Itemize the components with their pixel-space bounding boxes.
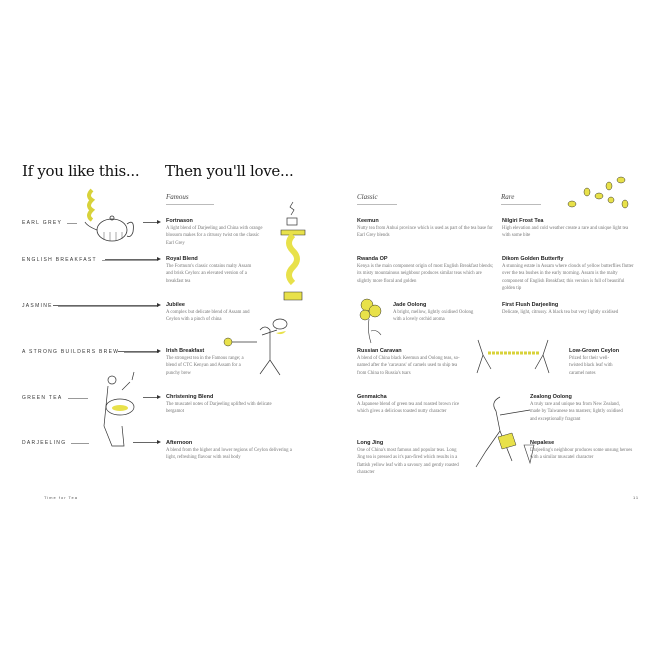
label-builders-brew: A Strong Builders Brew — [22, 349, 160, 355]
skeleton-waiter-illustration — [223, 318, 288, 376]
label-earl-grey: Earl Grey — [22, 220, 78, 226]
section-famous: Famous — [166, 193, 214, 205]
column-illustration — [280, 201, 306, 301]
teapot-illustration — [84, 188, 134, 242]
orchid-illustration — [359, 298, 382, 344]
arrow — [118, 349, 161, 353]
arrow — [105, 257, 161, 261]
butterflies-illustration — [567, 176, 629, 209]
label-english-breakfast: English Breakfast — [22, 257, 157, 263]
arrow — [53, 303, 161, 307]
label-green-tea: Green Tea — [22, 395, 88, 401]
page-number: 11 — [633, 495, 640, 500]
footer-running-title: Time for Tea — [44, 495, 79, 500]
label-darjeeling: Darjeeling — [22, 440, 90, 446]
arrow — [143, 220, 161, 224]
section-rare: Rare — [501, 193, 541, 205]
heading-if-you-like: If you like this... — [22, 162, 140, 180]
tug-of-war-illustration — [476, 339, 550, 374]
tea-lady-illustration — [103, 371, 135, 447]
label-jasmine: Jasmine — [22, 303, 158, 309]
arrow — [133, 440, 161, 444]
arrow — [143, 395, 161, 399]
heading-then-youll-love: Then you'll love... — [165, 162, 294, 180]
dancer-illustration — [475, 396, 535, 468]
section-classic: Classic — [357, 193, 397, 205]
